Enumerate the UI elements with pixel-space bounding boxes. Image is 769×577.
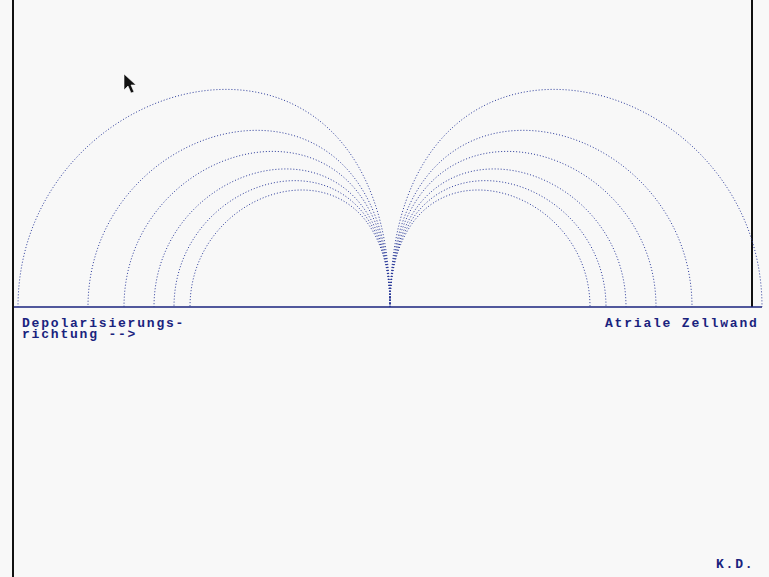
field-line — [390, 89, 762, 307]
field-line — [124, 151, 390, 307]
field-line — [390, 181, 606, 307]
right-border — [751, 0, 753, 307]
field-line — [154, 169, 390, 307]
field-lines — [18, 89, 762, 307]
field-line — [88, 130, 390, 307]
wall-label: Atriale Zellwand — [605, 318, 759, 329]
field-line — [390, 169, 626, 307]
field-line — [390, 190, 590, 307]
author-initials: K.D. — [716, 559, 754, 570]
field-line — [390, 130, 692, 307]
field-line — [174, 181, 390, 307]
direction-label: Depolarisierungs- richtung --> — [22, 318, 194, 340]
cell-wall-line — [14, 306, 762, 308]
left-border — [12, 0, 14, 577]
field-line — [190, 190, 390, 307]
field-line — [18, 89, 390, 307]
mouse-cursor — [124, 74, 136, 93]
field-line — [390, 151, 656, 307]
